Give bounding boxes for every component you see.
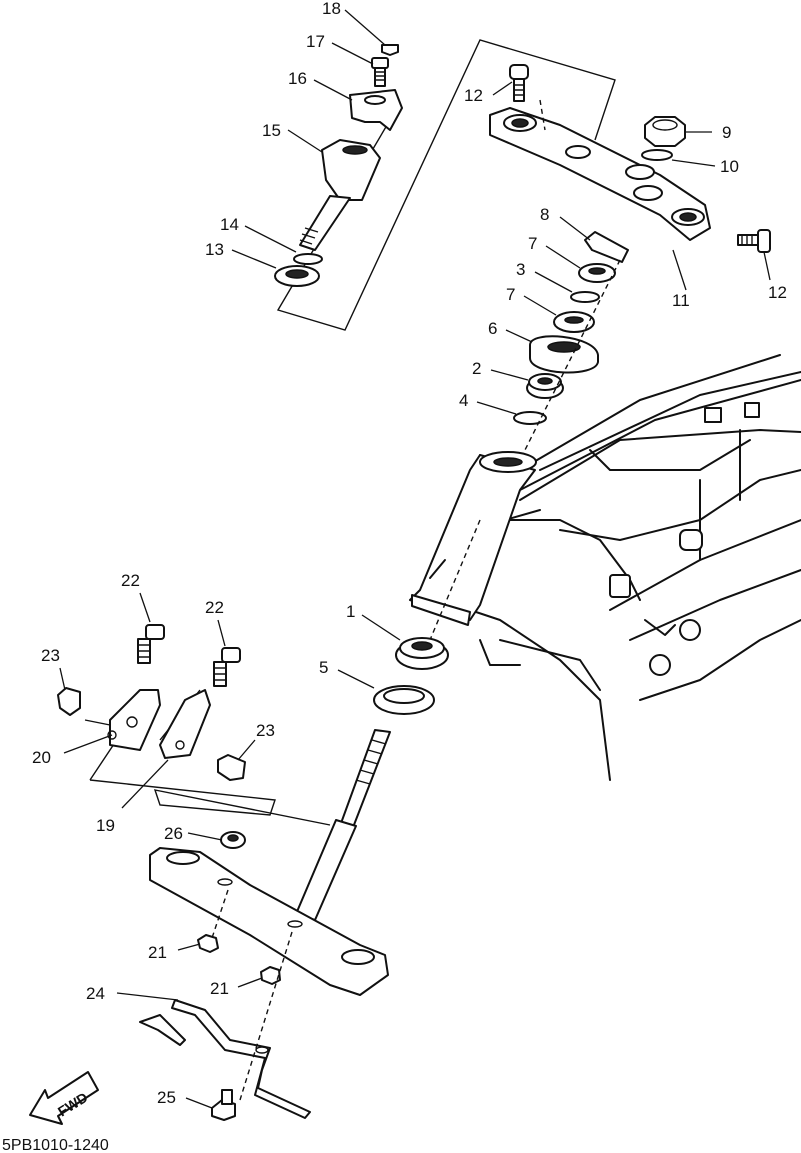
part-label: 12	[464, 86, 483, 105]
part-label: 13	[205, 240, 224, 259]
assembly-axis-mid	[429, 519, 481, 641]
part-label: 17	[306, 32, 325, 51]
part-label: 18	[322, 0, 341, 18]
part-label: 21	[148, 943, 167, 962]
guide-bracket-19	[159, 689, 211, 759]
lock-washer	[584, 231, 629, 263]
part-label: 23	[256, 721, 275, 740]
part-label: 23	[41, 646, 60, 665]
part-label: 5	[319, 658, 328, 677]
dust-seal	[373, 685, 435, 715]
upper-bracket-pinch-bolt-side	[737, 229, 771, 253]
ring-nut-lower	[553, 311, 595, 333]
bracket-nut-left	[197, 934, 219, 953]
frame-structure	[469, 354, 801, 781]
holder-damper	[274, 265, 320, 287]
part-label: 3	[516, 260, 525, 279]
part-label: 16	[288, 69, 307, 88]
hose-guide	[139, 999, 311, 1119]
cable-clip-left	[57, 687, 81, 716]
upper-race	[513, 411, 547, 425]
upper-bearing	[526, 373, 564, 399]
bracket-bolt-left	[137, 624, 165, 664]
part-label: 24	[86, 984, 105, 1003]
bearing-cover	[529, 335, 599, 374]
part-label: 26	[164, 824, 183, 843]
part-label: 20	[32, 748, 51, 767]
collar	[220, 831, 246, 849]
part-label: 2	[472, 359, 481, 378]
ring-nut-upper	[578, 263, 616, 283]
steering-stem-nut	[644, 116, 686, 147]
part-label: 10	[720, 157, 739, 176]
part-label: 1	[346, 602, 355, 621]
bolt-axis-right	[239, 931, 293, 1101]
part-label: 19	[96, 816, 115, 835]
part-label: 22	[121, 571, 140, 590]
under-bracket	[149, 847, 389, 996]
steering-stem	[295, 729, 391, 921]
bracket-bolt-right	[213, 647, 241, 687]
guide-bracket-20	[107, 689, 161, 751]
part-label: 8	[540, 205, 549, 224]
upper-handlebar-holder	[349, 89, 403, 131]
part-labels: 18 17 16 15 14 13 12 12 9 10 11 8 7 3 7 …	[32, 0, 787, 1107]
part-label: 15	[262, 121, 281, 140]
part-label: 11	[672, 291, 690, 310]
stem-nut-washer	[641, 149, 673, 161]
part-label: 7	[506, 285, 515, 304]
part-label: 12	[768, 283, 787, 302]
part-label: 4	[459, 391, 468, 410]
part-label: 6	[488, 319, 497, 338]
leader-lines	[59, 9, 771, 1109]
lower-handlebar-holder	[299, 139, 381, 251]
forward-direction-arrow: FWD	[29, 1071, 99, 1125]
part-label: 25	[157, 1088, 176, 1107]
cable-clip-right	[217, 754, 246, 781]
handlebar-bolt	[371, 57, 389, 87]
holder-washer	[293, 253, 323, 265]
rubber-washer	[570, 291, 600, 303]
bracket-nut-right	[260, 966, 281, 985]
part-label: 7	[528, 234, 537, 253]
upper-bracket	[489, 107, 711, 241]
part-label: 21	[210, 979, 229, 998]
part-label: 14	[220, 215, 239, 234]
part-label: 22	[205, 598, 224, 617]
lower-bearing	[395, 637, 449, 670]
upper-bracket-pinch-bolt-top	[509, 64, 529, 102]
drawing-code: 5PB1010-1240	[2, 1137, 109, 1153]
handlebar-cap-screw	[381, 44, 399, 56]
part-label: 9	[722, 123, 731, 142]
guide-bolt	[211, 1089, 236, 1121]
